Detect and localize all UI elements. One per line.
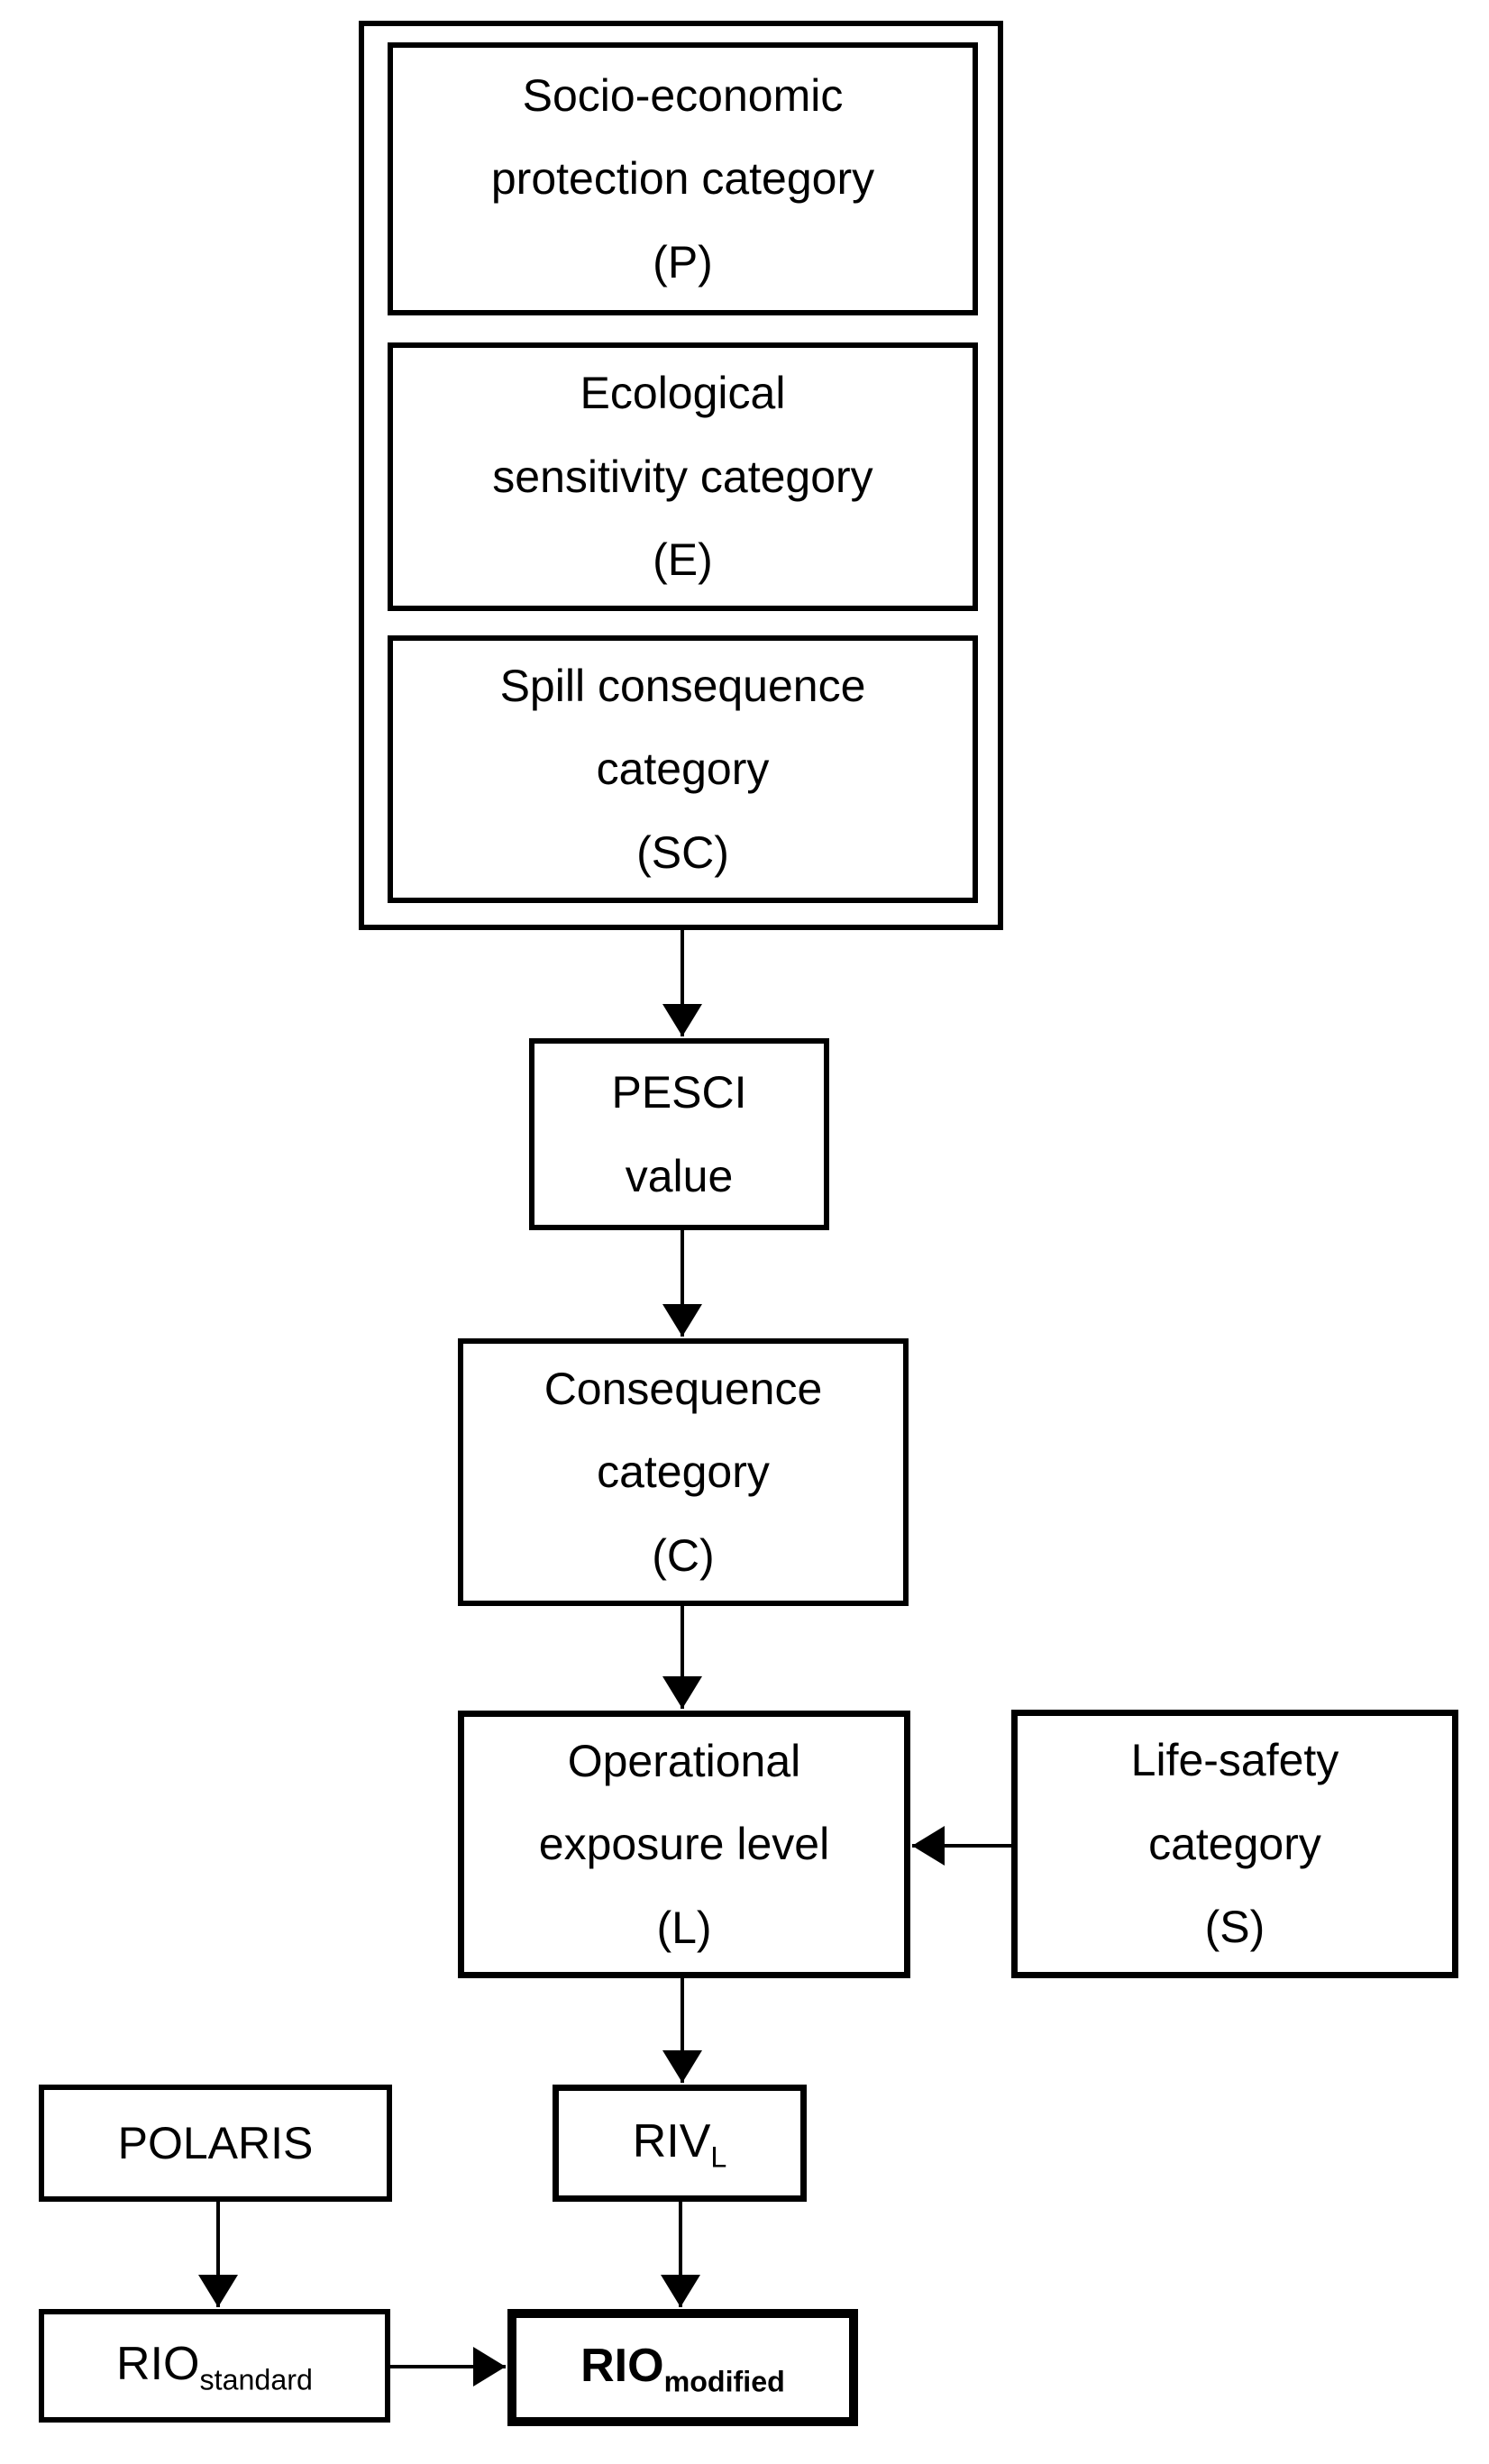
rio-modified-base: RIO [580,2340,664,2393]
life-safety-category-label: Life-safety category (S) [1130,1735,1339,1953]
pesci-value-box: PESCI value [529,1038,829,1230]
spill-consequence-box: Spill consequence category (SC) [388,635,978,903]
rio-modified-box: RIOmodified [507,2309,858,2426]
consequence-category-label: Consequence category (C) [544,1363,823,1581]
ecological-sensitivity-label: Ecological sensitivity category (E) [492,368,873,586]
rio-standard-formula: RIOstandard [116,2337,313,2395]
spill-consequence-label: Spill consequence category (SC) [499,660,866,878]
rio-standard-subscript: standard [199,2363,313,2396]
riv-l-subscript: L [710,2140,727,2174]
socio-economic-protection-label: Socio-economic protection category (P) [490,69,875,287]
rio-standard-box: RIOstandard [39,2309,390,2423]
operational-exposure-level-box: Operational exposure level (L) [458,1711,910,1978]
consequence-category-box: Consequence category (C) [458,1338,909,1606]
rio-modified-subscript: modified [663,2365,785,2398]
input-group-box: Socio-economic protection category (P) E… [359,21,1003,930]
polaris-box: POLARIS [39,2085,392,2202]
pesci-value-label: PESCI value [611,1067,747,1201]
socio-economic-protection-box: Socio-economic protection category (P) [388,42,978,315]
rio-standard-base: RIO [116,2338,200,2391]
riv-l-base: RIV [632,2115,711,2168]
riv-l-box: RIVL [553,2085,807,2202]
riv-l-formula: RIVL [633,2114,727,2172]
rio-modified-formula: RIOmodified [580,2339,785,2396]
operational-exposure-level-label: Operational exposure level (L) [538,1735,830,1953]
polaris-label: POLARIS [117,2117,314,2168]
life-safety-category-box: Life-safety category (S) [1011,1710,1458,1978]
ecological-sensitivity-box: Ecological sensitivity category (E) [388,342,978,611]
